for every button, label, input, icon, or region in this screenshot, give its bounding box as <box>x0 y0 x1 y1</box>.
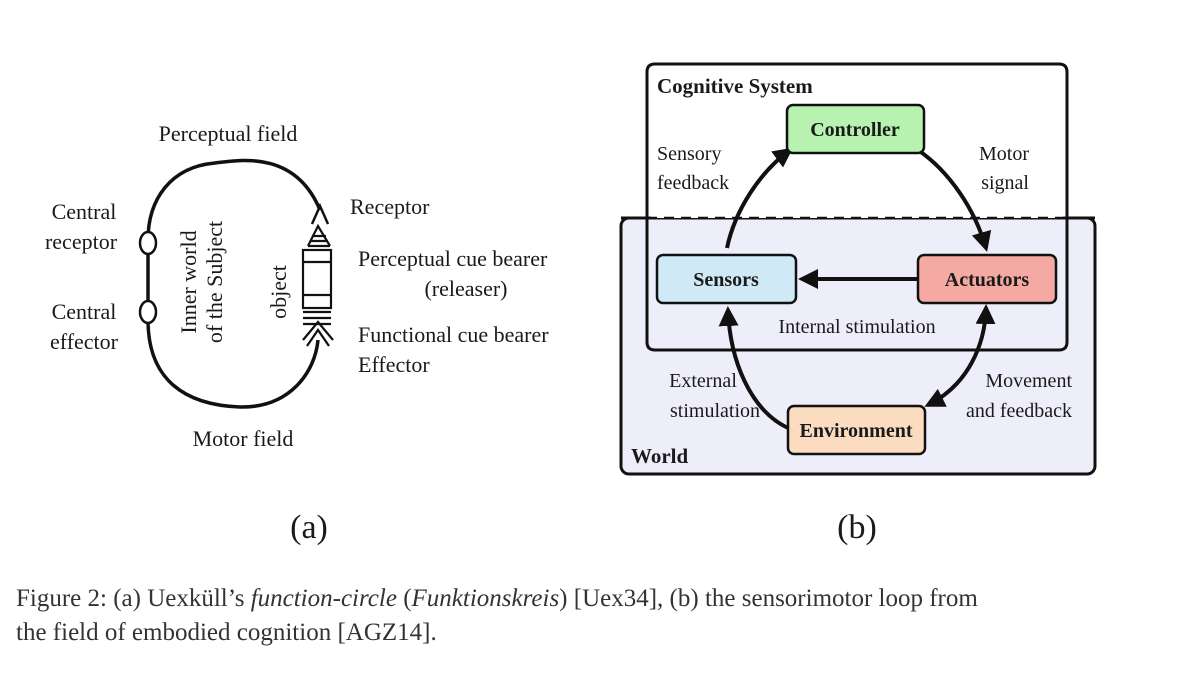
functional-cue-bearer-label: Functional cue bearer <box>358 322 549 347</box>
sensory-feedback-label-2: feedback <box>657 172 729 194</box>
sensors-node: Sensors <box>655 253 798 305</box>
central-effector-label-2: effector <box>50 329 119 354</box>
releaser-label: (releaser) <box>424 276 507 301</box>
central-receptor-label-1: Central <box>52 199 117 224</box>
motor-signal-label-2: signal <box>981 172 1029 194</box>
central-receptor-label-2: receptor <box>45 229 118 254</box>
object-label: object <box>266 265 291 319</box>
actuators-node: Actuators <box>916 253 1058 305</box>
function-circle-loop <box>146 158 322 409</box>
motor-signal-arrow <box>916 148 992 252</box>
svg-text:of the Subject: of the Subject <box>202 221 227 343</box>
external-stimulation-label-2: stimulation <box>670 400 760 422</box>
perceptual-cue-bearer-label: Perceptual cue bearer <box>358 246 548 271</box>
panel-a-function-circle: Perceptual field Motor field Central rec… <box>45 121 549 546</box>
internal-stimulation-label: Internal stimulation <box>778 316 935 338</box>
movement-feedback-arrow <box>924 304 996 407</box>
world-label: World <box>631 444 688 468</box>
central-effector-node <box>138 299 158 325</box>
central-effector-label-1: Central <box>52 299 117 324</box>
motor-field-label: Motor field <box>193 426 294 451</box>
central-receptor-node <box>138 230 158 256</box>
panel-a-label: (a) <box>290 509 328 546</box>
svg-text:Controller: Controller <box>810 119 900 141</box>
external-stimulation-label-1: External <box>669 370 737 392</box>
sensory-feedback-arrow <box>725 147 794 249</box>
cognitive-system-box <box>645 62 1069 352</box>
external-stimulation-arrow <box>718 306 789 430</box>
panel-b-label: (b) <box>837 509 877 546</box>
figure-caption: Figure 2: (a) Uexküll’s function-circle … <box>16 585 978 646</box>
figure-diagram: Perceptual field Motor field Central rec… <box>45 62 1097 546</box>
svg-text:Environment: Environment <box>800 420 913 442</box>
receptor-fork <box>310 202 330 225</box>
sensory-feedback-label-1: Sensory <box>657 143 721 165</box>
cognitive-system-label: Cognitive System <box>657 74 813 98</box>
environment-node: Environment <box>786 404 927 456</box>
svg-text:Inner world: Inner world <box>176 230 201 333</box>
receptor-label: Receptor <box>350 194 430 219</box>
svg-text:Sensors: Sensors <box>693 269 759 291</box>
movement-feedback-label-2: and feedback <box>966 400 1072 422</box>
perceptual-field-label: Perceptual field <box>159 121 298 146</box>
effector-label: Effector <box>358 352 430 377</box>
motor-signal-label-1: Motor <box>979 143 1029 165</box>
object-column <box>301 223 334 347</box>
svg-text:Actuators: Actuators <box>945 269 1030 291</box>
controller-node: Controller <box>785 103 926 155</box>
inner-world-label: Inner world of the Subject <box>176 221 227 343</box>
panel-b-sensorimotor-loop: Controller Sensors Actuators Environment… <box>619 62 1097 546</box>
movement-feedback-label-1: Movement <box>985 370 1072 392</box>
